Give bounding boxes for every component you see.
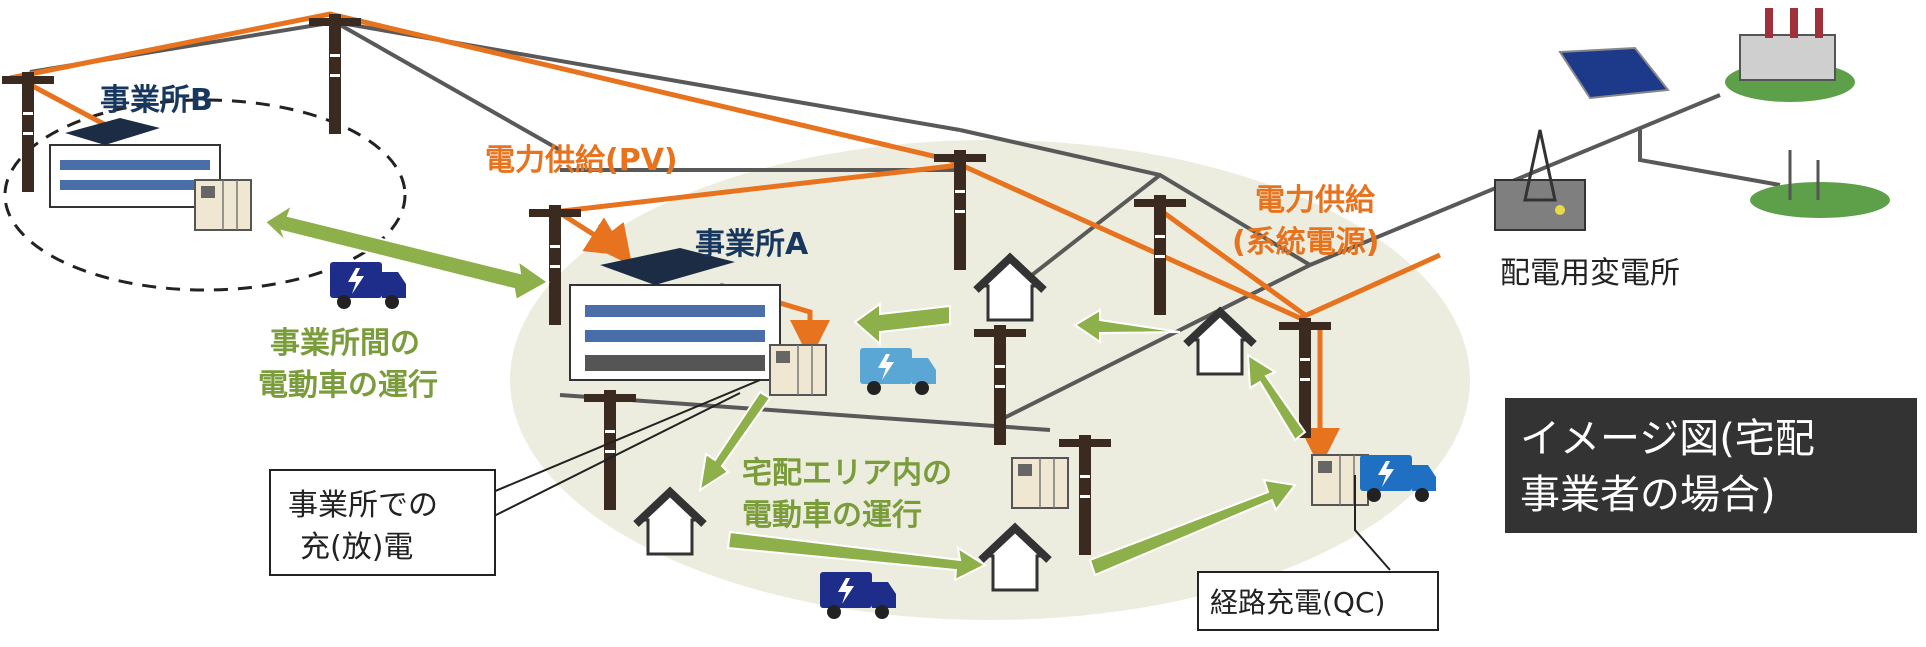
grid-supply-label-line2: (系統電源) <box>1232 225 1379 260</box>
inter-office-label-line1: 事業所間の <box>270 326 420 361</box>
office-b-label: 事業所B <box>100 83 213 118</box>
route-charging-text: 経路充電(QC) <box>1210 586 1385 619</box>
office-charging-callout: 事業所での 充(放)電 <box>269 469 496 576</box>
office-charging-text-line2: 充(放)電 <box>300 530 413 565</box>
office-a-label: 事業所A <box>695 227 809 262</box>
delivery-area-label-line1: 宅配エリア内の <box>742 456 952 491</box>
office-a-building <box>569 248 827 396</box>
wind-turbine-icon <box>1750 150 1890 218</box>
delivery-area-label-line2: 電動車の運行 <box>742 498 922 533</box>
office-b-building <box>49 118 252 231</box>
inter-office-label-line2: 電動車の運行 <box>258 368 438 403</box>
factory-icon <box>1725 8 1855 102</box>
ev-truck-inter-office <box>330 262 406 309</box>
green-arrows <box>263 202 1307 582</box>
image-title-line2: 事業者の場合) <box>1520 472 1776 518</box>
route-charging-callout: 経路充電(QC) <box>1197 571 1439 631</box>
substation-icon <box>1494 129 1586 231</box>
office-charging-text-line1: 事業所での <box>288 488 438 523</box>
substation-label: 配電用変電所 <box>1500 256 1680 291</box>
grid-supply-label-line1: 電力供給 <box>1255 183 1376 218</box>
image-title-line1: イメージ図(宅配 <box>1520 416 1815 462</box>
image-title-box: イメージ図(宅配 事業者の場合) <box>1505 398 1917 533</box>
pv-supply-label: 電力供給(PV) <box>485 143 678 178</box>
solar-panel-icon <box>1558 46 1670 100</box>
